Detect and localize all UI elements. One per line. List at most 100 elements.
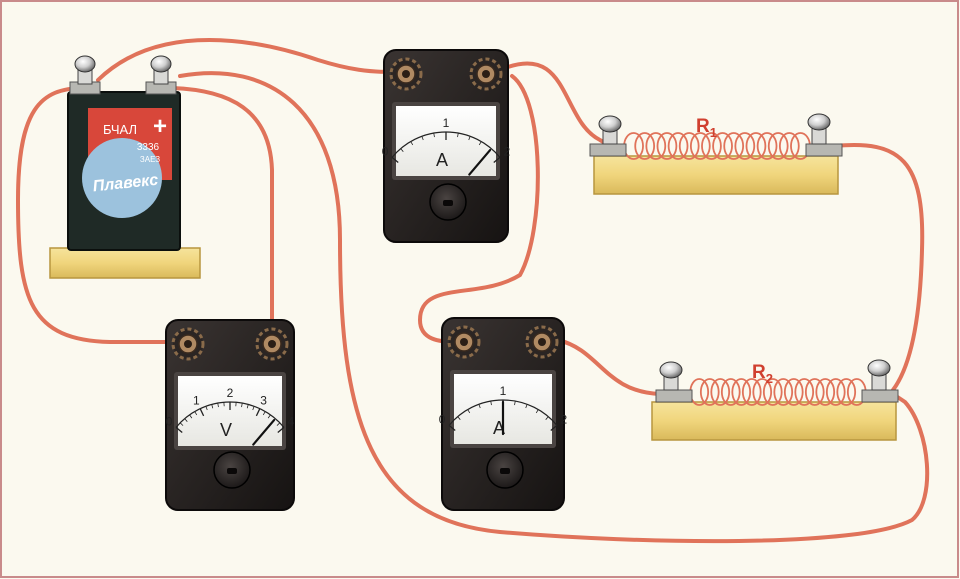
ammeter_1-adjust-slot — [443, 200, 453, 206]
wire-ammeter-1-to-ammeter-2 — [417, 74, 540, 344]
battery-label-top: БЧАЛ — [103, 122, 137, 137]
ammeter_1-tick — [478, 141, 482, 146]
coil-loop — [815, 378, 836, 406]
wire-battery-to-voltmeter-right — [170, 86, 274, 324]
wire-ammeter-2-to-resistor-2 — [556, 338, 670, 396]
ammeter_1-tick — [391, 156, 399, 163]
ammeter_2-tick — [490, 401, 492, 406]
ammeter_2-tick — [535, 409, 539, 414]
voltmeter-scale-label: 0 — [166, 415, 173, 429]
ammeter_1-scale-label: 2 — [504, 145, 511, 159]
coil-loop — [678, 132, 700, 160]
coil-loop — [720, 378, 741, 406]
coil-loop — [701, 132, 722, 160]
voltmeter-terminal-right — [255, 327, 289, 361]
voltmeter-adjust-slot — [227, 468, 237, 474]
voltmeter-tick — [175, 426, 183, 433]
battery-plus-sign: + — [153, 113, 167, 140]
coil-loop — [699, 378, 720, 406]
coil-loop — [723, 132, 745, 160]
ammeter_2-tick — [514, 401, 516, 406]
battery-label-blue — [82, 138, 162, 218]
battery-terminal-right — [145, 55, 177, 95]
resistor-1-subscript: 1 — [710, 125, 717, 140]
voltmeter-scale-arc — [175, 401, 285, 428]
coil-loop — [634, 132, 656, 160]
ammeter_2-scale-arc — [448, 399, 558, 426]
voltmeter-tick — [246, 404, 249, 409]
voltmeter-tick — [241, 403, 243, 408]
voltmeter-tick — [205, 406, 208, 411]
coil-loop — [741, 378, 762, 406]
coil-loop — [731, 378, 752, 406]
ammeter_1-tick — [493, 156, 501, 163]
ammeter_1-terminal-left — [389, 57, 423, 91]
battery-base — [49, 247, 201, 279]
ammeter_1-tick — [400, 148, 404, 152]
voltmeter-tick — [194, 411, 198, 416]
voltmeter-tick — [252, 406, 255, 411]
ammeter_1-tick — [457, 133, 459, 138]
resistor-2-label: R2 — [752, 362, 773, 386]
ammeter_1-scale-label: 0 — [382, 145, 389, 159]
resistor-1-terminal-left — [589, 115, 627, 157]
ammeter_2-tick — [550, 424, 558, 431]
coil-loop — [745, 132, 767, 160]
ammeter_2-adjust-slot — [500, 468, 510, 474]
voltmeter-tick — [217, 403, 219, 408]
coil-loop — [689, 132, 711, 160]
voltmeter-scale-label: 1 — [193, 394, 200, 408]
battery-icon: + БЧАЛ 3336 ЗАЕЗ Плавекс — [49, 55, 201, 279]
resistor-1: R1 — [589, 113, 843, 195]
wires — [15, 38, 930, 544]
battery-label-code: 3336 — [137, 142, 160, 153]
wire-battery-to-voltmeter — [15, 86, 184, 344]
ammeter_2-tick — [448, 424, 456, 431]
voltmeter-tick — [262, 411, 266, 416]
ammeter_2-tick — [545, 416, 549, 420]
voltmeter-terminal-left — [171, 327, 205, 361]
voltmeter-scale-label: 2 — [227, 386, 234, 400]
battery-brand-text: Плавекс — [92, 172, 159, 196]
coil-loop — [825, 378, 846, 406]
coil-loop — [778, 132, 800, 160]
voltmeter-tick — [277, 426, 285, 433]
coil-loop — [794, 378, 815, 406]
coil-loop — [804, 378, 825, 406]
ammeter_1-unit-label: A — [436, 150, 448, 170]
voltmeter-scale-label: 4 — [288, 415, 295, 429]
resistor-1-label: R1 — [696, 116, 717, 140]
coil-loop — [767, 132, 789, 160]
coil-loop — [836, 378, 857, 406]
ammeter_2-terminal-right — [525, 325, 559, 359]
ammeter_2-tick — [525, 404, 528, 409]
ammeter_1-needle — [468, 149, 492, 176]
resistor-1-base — [593, 155, 839, 195]
ammeter_1-terminal-right — [469, 57, 503, 91]
resistor-1-coil — [623, 132, 811, 160]
voltmeter-tick — [189, 414, 193, 419]
coil-loop — [656, 132, 678, 160]
coil-loop — [752, 378, 773, 406]
resistor-2-terminal-right — [861, 359, 899, 403]
resistor-2-coil — [689, 378, 867, 406]
ammeter_2-terminal-left — [447, 325, 481, 359]
coil-loop — [762, 378, 783, 406]
ammeter_2-scale-label: 1 — [500, 384, 507, 398]
resistor-2-terminal-left — [655, 361, 693, 403]
voltmeter-needle — [252, 419, 276, 446]
wire-battery-to-ammeter-1 — [96, 38, 394, 82]
voltmeter-unit-label: V — [220, 420, 232, 440]
ammeter_1-tick — [410, 141, 414, 146]
coil-loop — [756, 132, 778, 160]
voltmeter-tick — [199, 408, 205, 417]
battery-label-small: ЗАЕЗ — [140, 155, 160, 164]
voltmeter-tick — [267, 414, 271, 419]
ammeter_1-tick — [421, 136, 424, 141]
resistor-2-base — [651, 401, 897, 441]
voltmeter-tick — [184, 418, 188, 422]
ammeter_1-tick — [433, 133, 435, 138]
